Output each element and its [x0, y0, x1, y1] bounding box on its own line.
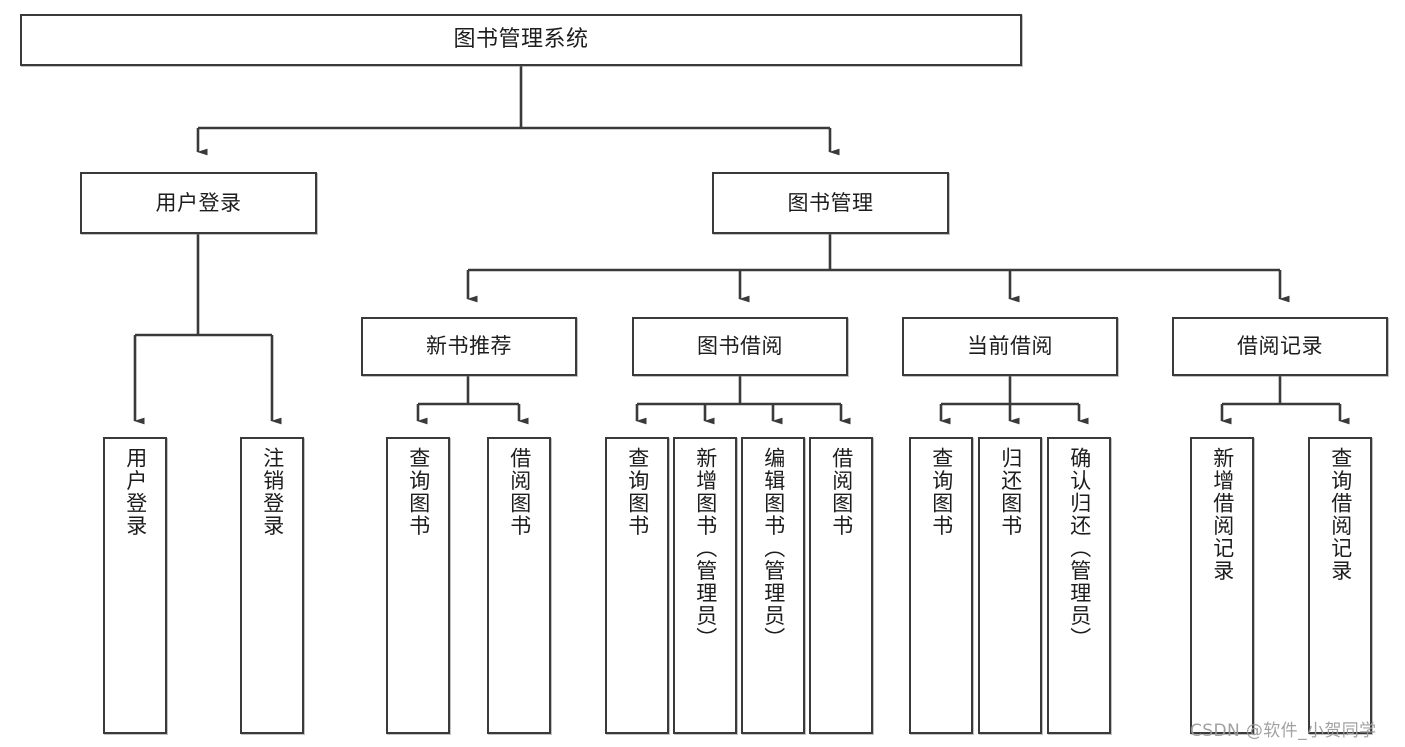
leaf-new-book-query-book[interactable]: 查询图书	[386, 437, 450, 734]
leaf-book-borrow-add-book-admin[interactable]: 新增图书（管理员）	[673, 437, 737, 734]
leaf-borrow-record-add-record[interactable]: 新增借阅记录	[1190, 437, 1254, 734]
node-user-login-label: 用户登录	[155, 190, 242, 215]
node-book-management-label: 图书管理	[787, 190, 874, 215]
leaf-user-login-logout-label: 注销登录	[260, 447, 285, 537]
node-borrowing-record-label: 借阅记录	[1237, 334, 1323, 359]
node-book-borrowing-label: 图书借阅	[697, 334, 783, 359]
leaf-book-borrow-query-book-label: 查询图书	[625, 447, 650, 537]
leaf-current-borrow-query-book-label: 查询图书	[929, 447, 954, 537]
leaf-borrow-record-add-record-label: 新增借阅记录	[1210, 447, 1235, 582]
csdn-watermark: CSDN @软件_小贺同学	[1190, 721, 1377, 741]
leaf-user-login-login[interactable]: 用户登录	[103, 437, 167, 734]
node-current-borrowing[interactable]: 当前借阅	[902, 317, 1118, 376]
node-root-label: 图书管理系统	[453, 27, 589, 53]
node-new-book-recommendation[interactable]: 新书推荐	[361, 317, 577, 376]
node-user-login[interactable]: 用户登录	[80, 172, 317, 234]
leaf-borrow-record-query-record-label: 查询借阅记录	[1328, 447, 1353, 582]
leaf-current-borrow-confirm-return-admin-label: 确认归还（管理员）	[1067, 447, 1092, 650]
leaf-current-borrow-return-book[interactable]: 归还图书	[978, 437, 1042, 734]
node-book-management[interactable]: 图书管理	[712, 172, 949, 234]
node-new-book-recommendation-label: 新书推荐	[426, 334, 512, 359]
leaf-borrow-record-query-record[interactable]: 查询借阅记录	[1308, 437, 1372, 734]
leaf-new-book-borrow-book[interactable]: 借阅图书	[487, 437, 551, 734]
leaf-book-borrow-borrow-book[interactable]: 借阅图书	[809, 437, 873, 734]
node-borrowing-record[interactable]: 借阅记录	[1172, 317, 1388, 376]
node-current-borrowing-label: 当前借阅	[967, 334, 1053, 359]
leaf-new-book-query-book-label: 查询图书	[406, 447, 431, 537]
leaf-book-borrow-add-book-admin-label: 新增图书（管理员）	[693, 447, 718, 650]
leaf-new-book-borrow-book-label: 借阅图书	[507, 447, 532, 537]
leaf-current-borrow-return-book-label: 归还图书	[998, 447, 1023, 537]
leaf-user-login-logout[interactable]: 注销登录	[240, 437, 304, 734]
node-book-borrowing[interactable]: 图书借阅	[632, 317, 848, 376]
leaf-book-borrow-borrow-book-label: 借阅图书	[829, 447, 854, 537]
leaf-book-borrow-query-book[interactable]: 查询图书	[605, 437, 669, 734]
leaf-current-borrow-query-book[interactable]: 查询图书	[909, 437, 973, 734]
leaf-current-borrow-confirm-return-admin[interactable]: 确认归还（管理员）	[1047, 437, 1111, 734]
leaf-user-login-login-label: 用户登录	[123, 447, 148, 537]
leaf-book-borrow-edit-book-admin-label: 编辑图书（管理员）	[761, 447, 786, 650]
leaf-book-borrow-edit-book-admin[interactable]: 编辑图书（管理员）	[741, 437, 805, 734]
node-root-book-management-system[interactable]: 图书管理系统	[20, 14, 1022, 66]
